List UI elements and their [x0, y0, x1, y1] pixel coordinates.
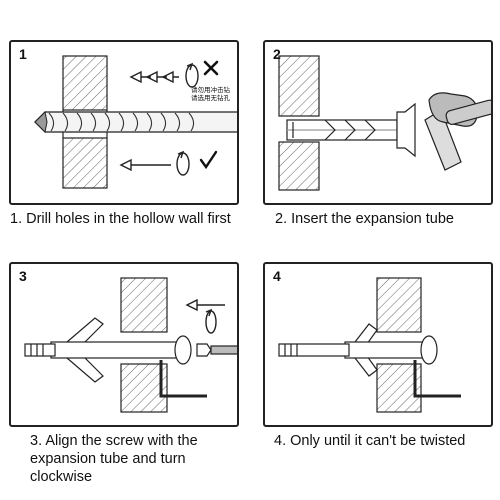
step-1-number: 1 [19, 46, 27, 62]
expansion-anchor [278, 323, 438, 377]
step-1-panel: 1 [9, 40, 239, 205]
hook [413, 360, 461, 398]
step-3-number: 3 [19, 268, 27, 284]
tightened-illustration [278, 277, 461, 413]
rotate-icon [176, 150, 190, 176]
rotate-icon [205, 308, 217, 334]
wall [278, 55, 320, 191]
arrow-left-icon [185, 298, 225, 312]
step-2-number: 2 [273, 46, 281, 62]
check-icon [199, 150, 218, 170]
drill-illustration [34, 55, 237, 189]
wall [62, 55, 108, 189]
wall [120, 277, 168, 413]
step-4-panel: 4 [263, 262, 493, 427]
step-1-caption: 1. Drill holes in the hollow wall first [10, 211, 231, 227]
step-3-caption: 3. Align the screw with the expansion tu… [30, 433, 198, 485]
drill-bit [34, 110, 237, 134]
expansion-anchor [24, 317, 192, 383]
step-2-caption: 2. Insert the expansion tube [275, 211, 454, 227]
screw-illustration [24, 277, 237, 413]
screwdriver-icon [196, 343, 237, 357]
note-line-1: 请勿用冲击钻 [191, 86, 230, 94]
step-4-caption: 4. Only until it can't be twisted [274, 433, 466, 449]
step-3-panel: 3 [9, 262, 239, 427]
hook [159, 360, 207, 398]
arrow-left-icon [129, 70, 179, 84]
insert-illustration [278, 55, 491, 191]
step-4-number: 4 [273, 268, 281, 284]
hammer-icon [424, 92, 491, 171]
cross-icon [203, 60, 219, 76]
rotate-icon [185, 62, 199, 88]
arrow-left-icon [119, 158, 171, 172]
expansion-tube [286, 102, 416, 158]
note-line-2: 请选用无钻孔 [191, 94, 230, 102]
wall [376, 277, 422, 413]
step-2-panel: 2 [263, 40, 493, 205]
